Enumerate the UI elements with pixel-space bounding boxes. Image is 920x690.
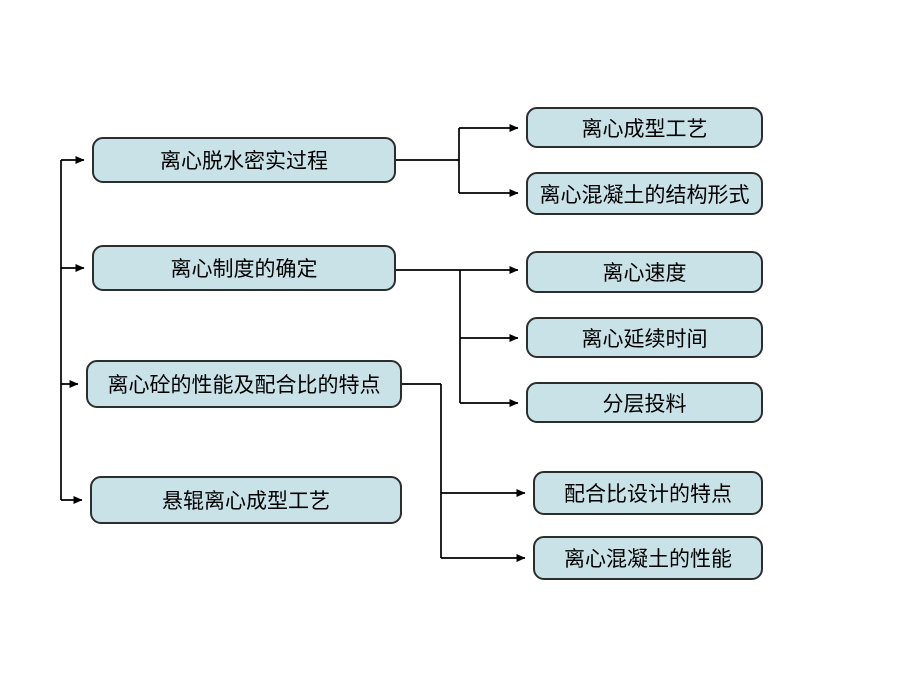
node-label: 分层投料	[602, 391, 687, 416]
node-centrifugal-concrete-structure-forms: 离心混凝土的结构形式	[526, 172, 763, 215]
node-layered-feeding: 分层投料	[526, 382, 763, 423]
node-concrete-performance-and-mix-ratio: 离心砼的性能及配合比的特点	[86, 360, 402, 408]
node-label: 离心延续时间	[581, 326, 708, 351]
node-centrifugal-speed: 离心速度	[526, 251, 763, 293]
node-centrifugal-regime-determination: 离心制度的确定	[92, 245, 396, 291]
node-centrifugal-concrete-performance: 离心混凝土的性能	[533, 536, 763, 580]
node-label: 悬辊离心成型工艺	[162, 489, 330, 513]
node-label: 配合比设计的特点	[564, 482, 732, 506]
node-suspension-roller-forming-process: 悬辊离心成型工艺	[90, 476, 402, 524]
node-centrifugal-dewatering-process: 离心脱水密实过程	[92, 137, 396, 183]
node-centrifugal-forming-process: 离心成型工艺	[526, 107, 763, 148]
node-label: 离心脱水密实过程	[160, 149, 328, 173]
node-label: 离心速度	[602, 261, 687, 285]
node-centrifugal-duration: 离心延续时间	[526, 317, 763, 358]
node-label: 离心制度的确定	[170, 257, 318, 281]
node-label: 离心混凝土的结构形式	[539, 182, 750, 207]
node-mix-design-characteristics: 配合比设计的特点	[533, 471, 763, 515]
node-label: 离心砼的性能及配合比的特点	[107, 373, 381, 397]
node-label: 离心混凝土的性能	[564, 547, 732, 571]
node-label: 离心成型工艺	[581, 116, 708, 141]
